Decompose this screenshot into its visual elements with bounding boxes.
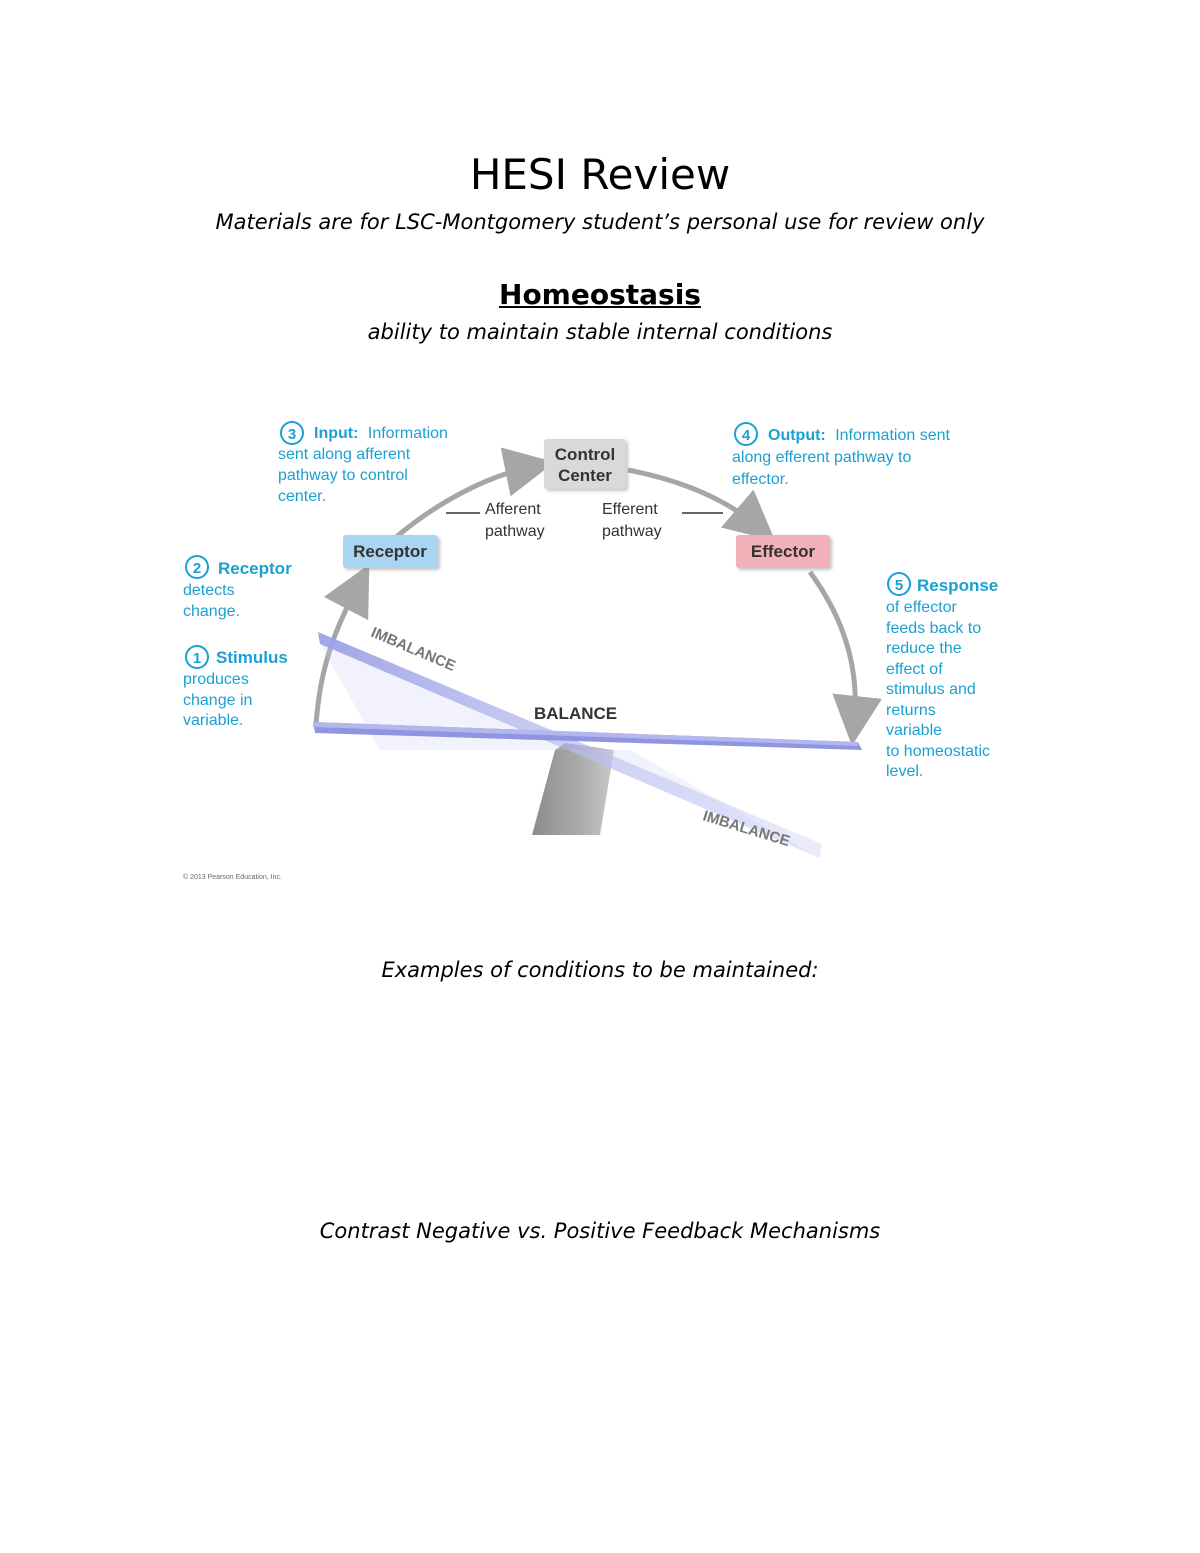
control-center-box — [544, 439, 626, 489]
step3-text: Input: Information sent along afferent p… — [278, 425, 452, 505]
definition-text: ability to maintain stable internal cond… — [367, 320, 833, 344]
afferent-label-2: pathway — [485, 523, 545, 540]
step3-number: 3 — [288, 426, 296, 443]
step4-number-circle — [734, 422, 758, 446]
arc-control-to-effector — [627, 467, 776, 542]
control-center-label-2: Center — [558, 466, 612, 485]
step5-number: 5 — [895, 577, 903, 594]
efferent-label-1: Efferent — [602, 501, 658, 518]
imbalance-shadow — [320, 644, 820, 858]
imbalance-beam-tilted — [318, 632, 822, 858]
step5-number-circle — [887, 572, 911, 596]
section-heading: Homeostasis — [499, 278, 701, 311]
step5-text: Response of effector feeds back to reduc… — [886, 576, 1003, 780]
efferent-label-2: pathway — [602, 523, 662, 540]
arc-effector-to-response — [807, 570, 883, 746]
contrast-label: Contrast Negative vs. Positive Feedback … — [319, 1219, 881, 1243]
afferent-label-1: Afferent — [485, 501, 541, 518]
step1-number: 1 — [193, 650, 201, 667]
effector-box-label: Effector — [751, 542, 816, 561]
fulcrum-shape — [532, 743, 614, 835]
receptor-box — [343, 535, 438, 568]
step1-number-circle — [185, 645, 209, 669]
step2-text: Receptor detects change. — [183, 559, 296, 620]
receptor-box-label: Receptor — [353, 542, 427, 561]
step1-text: Stimulus produces change in variable. — [183, 648, 292, 729]
arc-receptor-to-control — [393, 447, 555, 540]
step3-number-circle — [280, 421, 304, 445]
effector-box — [736, 535, 830, 568]
step4-number: 4 — [742, 427, 751, 444]
copyright-text: © 2013 Pearson Education, Inc. — [183, 873, 282, 881]
page-subtitle: Materials are for LSC-Montgomery student… — [215, 210, 985, 234]
step2-number-circle — [185, 555, 209, 579]
page-title: HESI Review — [469, 150, 731, 199]
balance-label: BALANCE — [534, 704, 617, 723]
homeostasis-diagram: IMBALANCE IMBALANCE BALANCE Control Cent… — [183, 421, 1003, 881]
step2-number: 2 — [193, 560, 201, 577]
step4-text: Output: Information sent along efferent … — [732, 427, 954, 488]
examples-label: Examples of conditions to be maintained: — [381, 958, 819, 982]
balance-beam-top — [313, 722, 858, 746]
control-center-label-1: Control — [555, 445, 615, 464]
